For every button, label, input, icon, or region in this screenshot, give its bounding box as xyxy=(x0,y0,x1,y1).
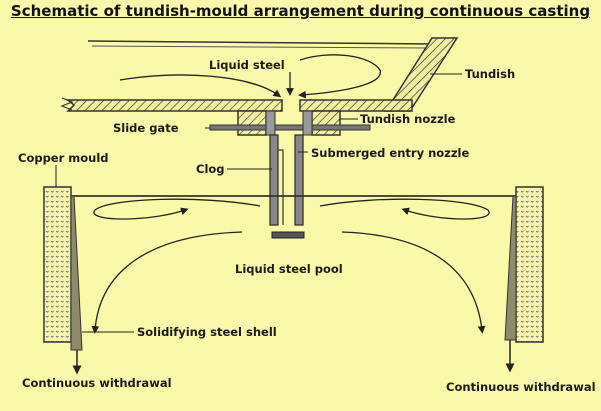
label-liquid-steel: Liquid steel xyxy=(209,58,285,72)
label-liquid-steel-pool: Liquid steel pool xyxy=(235,262,343,276)
label-clog: Clog xyxy=(196,162,225,176)
label-tundish: Tundish xyxy=(465,67,516,81)
diagram-title: Schematic of tundish-mould arrangement d… xyxy=(10,2,591,20)
label-slide-gate: Slide gate xyxy=(113,121,179,135)
label-submerged-entry-nozzle: Submerged entry nozzle xyxy=(311,146,470,160)
leader-lines xyxy=(55,73,462,333)
label-withdrawal-right: Continuous withdrawal xyxy=(446,380,596,394)
label-withdrawal-left: Continuous withdrawal xyxy=(22,376,172,390)
submerged-entry-nozzle xyxy=(269,134,305,239)
copper-moulds xyxy=(43,186,544,351)
tundish xyxy=(60,37,459,112)
mould-flow-arrows xyxy=(91,198,490,334)
label-copper-mould: Copper mould xyxy=(18,151,109,165)
label-tundish-nozzle: Tundish nozzle xyxy=(360,112,456,126)
withdrawal-arrows xyxy=(72,340,515,375)
tundish-flow-arrows xyxy=(119,54,381,99)
nozzle-assembly xyxy=(209,110,371,136)
label-solidifying-steel-shell: Solidifying steel shell xyxy=(137,325,277,339)
